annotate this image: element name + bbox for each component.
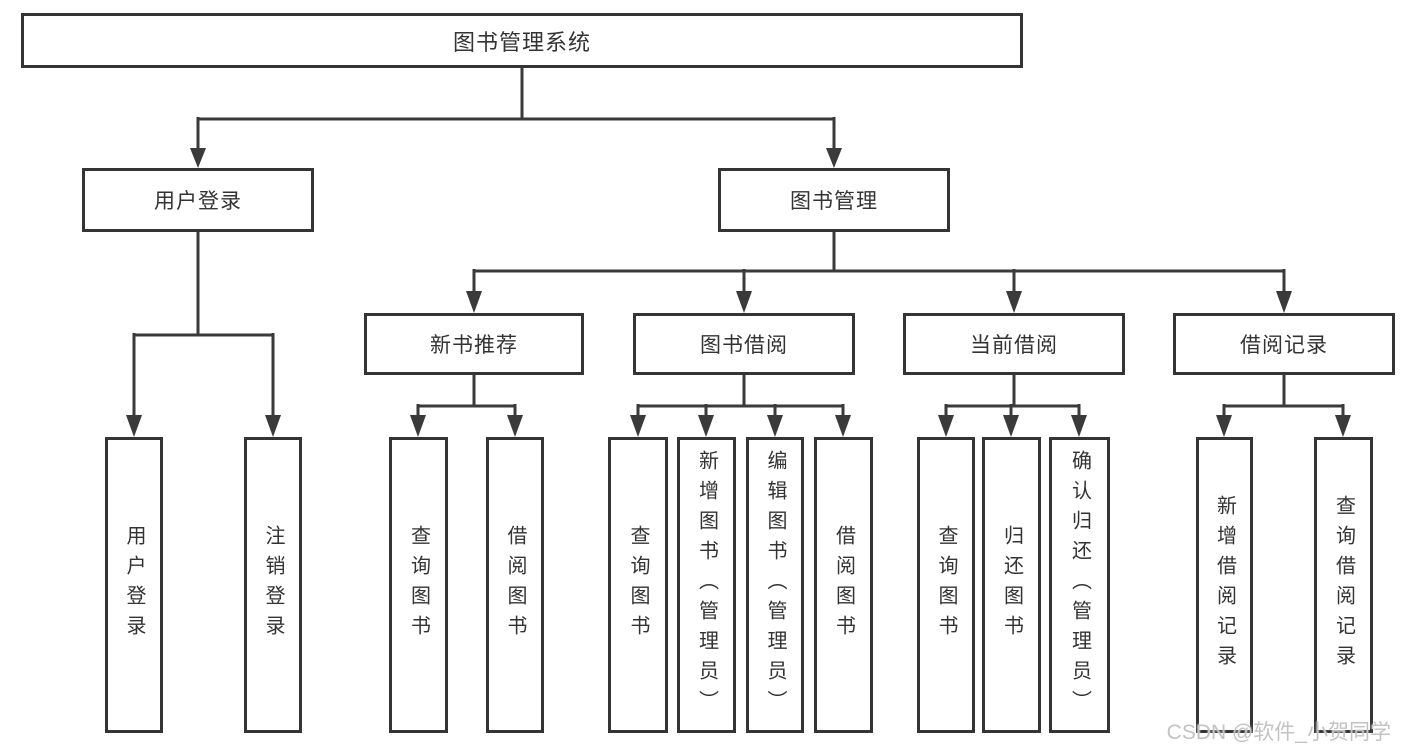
node-user-login: 用户登录 xyxy=(82,168,314,232)
leaf-label: 用户登录 xyxy=(123,525,145,645)
node-label: 图书管理 xyxy=(790,190,878,213)
node-label: 当前借阅 xyxy=(970,334,1058,357)
leaf-query-books-current: 查询图书 xyxy=(917,437,975,733)
leaf-add-book-admin: 新增图书（管理员） xyxy=(677,437,736,733)
leaf-label: 查询借阅记录 xyxy=(1332,495,1355,675)
node-new-book-recommend: 新书推荐 xyxy=(364,313,584,375)
leaf-label: 借阅图书 xyxy=(504,525,526,645)
node-book-management: 图书管理 xyxy=(718,168,950,232)
leaf-logout: 注销登录 xyxy=(244,437,302,733)
node-current-borrowing: 当前借阅 xyxy=(903,313,1125,375)
leaf-label: 借阅图书 xyxy=(832,525,855,645)
leaf-label: 新增图书（管理员） xyxy=(695,450,718,720)
leaf-return-books: 归还图书 xyxy=(982,437,1041,733)
leaf-confirm-return-admin: 确认归还（管理员） xyxy=(1049,437,1110,733)
leaf-user-login: 用户登录 xyxy=(105,437,163,733)
leaf-label: 编辑图书（管理员） xyxy=(764,450,786,720)
leaf-label: 新增借阅记录 xyxy=(1213,495,1236,675)
node-library-management-system: 图书管理系统 xyxy=(21,13,1023,68)
node-book-borrowing: 图书借阅 xyxy=(633,313,855,375)
leaf-label: 确认归还（管理员） xyxy=(1068,450,1091,720)
leaf-query-borrow-record: 查询借阅记录 xyxy=(1314,437,1373,733)
leaf-borrow-books: 借阅图书 xyxy=(814,437,873,733)
leaf-edit-book-admin: 编辑图书（管理员） xyxy=(746,437,804,733)
leaf-query-books-borrowing: 查询图书 xyxy=(608,437,668,733)
leaf-label: 注销登录 xyxy=(262,525,284,645)
leaf-query-books-recommend: 查询图书 xyxy=(389,437,448,733)
csdn-watermark: CSDN @软件_小贺同学 xyxy=(1166,721,1391,744)
node-label: 图书管理系统 xyxy=(452,29,591,55)
node-label: 借阅记录 xyxy=(1240,334,1328,357)
node-borrow-records: 借阅记录 xyxy=(1173,313,1395,375)
leaf-label: 查询图书 xyxy=(935,525,957,645)
leaf-label: 归还图书 xyxy=(1000,525,1023,645)
leaf-label: 查询图书 xyxy=(407,525,430,645)
leaf-add-borrow-record: 新增借阅记录 xyxy=(1196,437,1253,733)
leaf-label: 查询图书 xyxy=(627,525,649,645)
node-label: 用户登录 xyxy=(154,190,242,213)
node-label: 图书借阅 xyxy=(700,334,788,357)
leaf-borrow-books-recommend: 借阅图书 xyxy=(486,437,544,733)
node-label: 新书推荐 xyxy=(430,334,518,357)
